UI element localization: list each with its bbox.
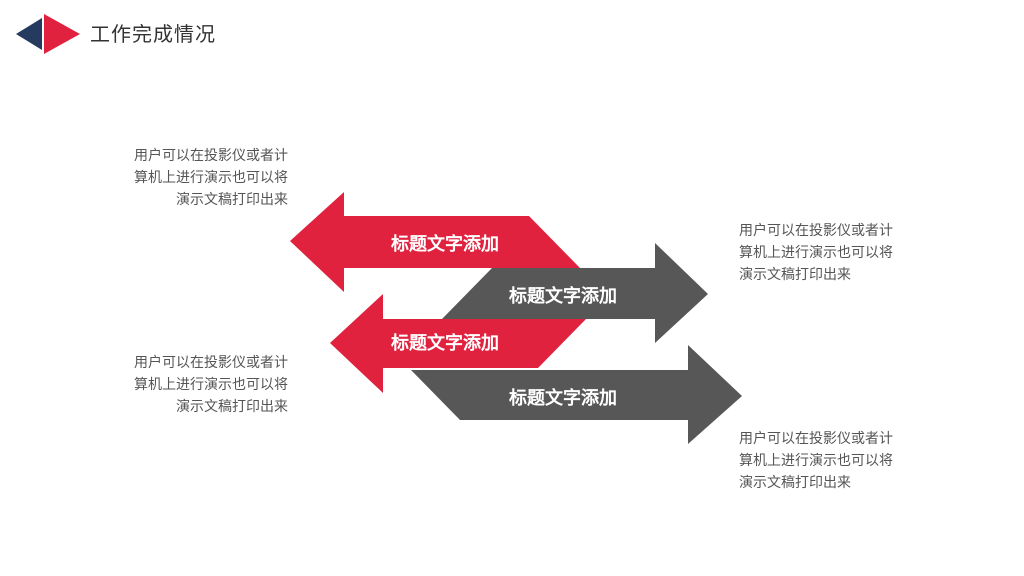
description-line: 演示文稿打印出来 — [739, 475, 851, 491]
description-bottom-right: 用户可以在投影仪或者计 算机上进行演示也可以将 演示文稿打印出来 — [739, 428, 939, 494]
description-line: 用户可以在投影仪或者计 — [134, 355, 288, 371]
description-line: 演示文稿打印出来 — [176, 399, 288, 415]
arrow-1-label: 标题文字添加 — [390, 233, 499, 255]
description-line: 算机上进行演示也可以将 — [739, 453, 893, 469]
description-line: 用户可以在投影仪或者计 — [739, 223, 893, 239]
description-line: 算机上进行演示也可以将 — [134, 170, 288, 186]
description-line: 算机上进行演示也可以将 — [134, 377, 288, 393]
page-title: 工作完成情况 — [90, 22, 216, 46]
description-line: 演示文稿打印出来 — [176, 192, 288, 208]
arrow-3-left-red: 标题文字添加 — [330, 294, 586, 393]
description-top-right: 用户可以在投影仪或者计 算机上进行演示也可以将 演示文稿打印出来 — [739, 220, 939, 286]
arrow-2-label: 标题文字添加 — [508, 285, 617, 307]
description-line: 算机上进行演示也可以将 — [739, 245, 893, 261]
description-line: 用户可以在投影仪或者计 — [134, 148, 288, 164]
red-triangle-icon — [44, 14, 80, 54]
description-top-left: 用户可以在投影仪或者计 算机上进行演示也可以将 演示文稿打印出来 — [88, 145, 288, 211]
arrow-2-right-gray: 标题文字添加 — [442, 243, 708, 343]
logo-triangles-icon — [16, 14, 80, 54]
navy-triangle-icon — [16, 18, 42, 50]
arrow-2-shape — [442, 243, 708, 343]
description-bottom-left: 用户可以在投影仪或者计 算机上进行演示也可以将 演示文稿打印出来 — [88, 352, 288, 418]
arrow-4-label: 标题文字添加 — [508, 387, 617, 409]
arrow-4-right-gray: 标题文字添加 — [411, 345, 742, 444]
description-line: 用户可以在投影仪或者计 — [739, 431, 893, 447]
arrow-1-left-red: 标题文字添加 — [290, 192, 580, 292]
arrow-4-shape — [411, 345, 742, 444]
arrow-3-shape — [330, 294, 586, 393]
arrow-1-shape — [290, 192, 580, 292]
arrow-3-label: 标题文字添加 — [390, 332, 499, 354]
description-line: 演示文稿打印出来 — [739, 267, 851, 283]
